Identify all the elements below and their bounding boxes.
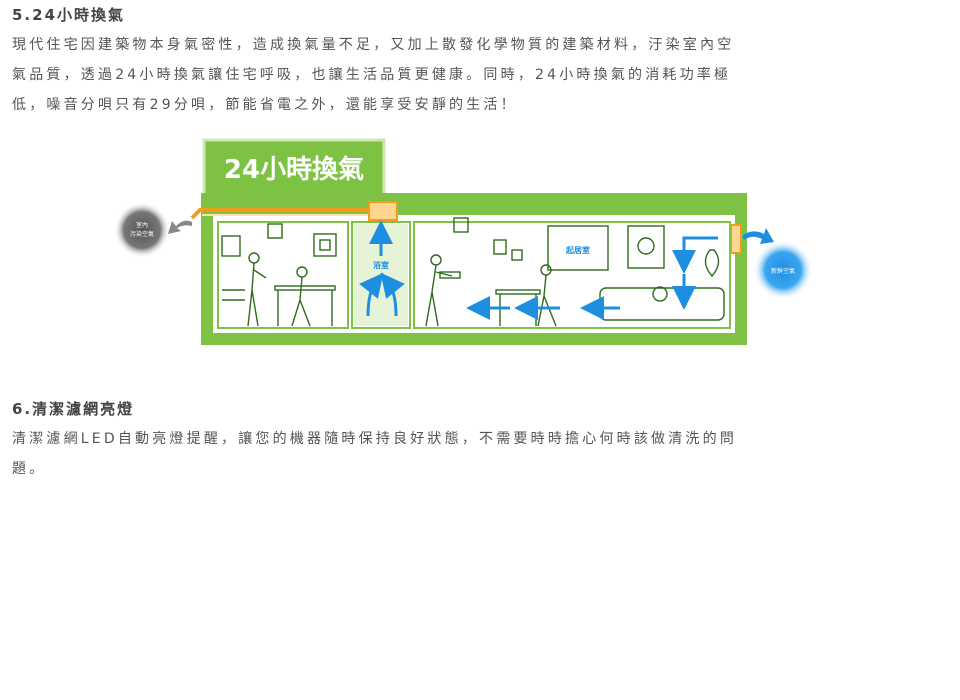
section-paragraph-ventilation: 現代住宅因建築物本身氣密性，造成換氣量不足，又加上散發化學物質的建築材料，汙染室… — [12, 30, 937, 120]
polluted-air-label-line1: 室內 — [136, 221, 148, 229]
diagram-title-badge: 24小時換氣 — [202, 138, 386, 198]
section-paragraph-filter-light: 清潔濾網LED自動亮燈提醒，讓您的機器隨時保持良好狀態，不需要時時擔心何時該做清… — [12, 424, 937, 484]
exhaust-arrow-icon — [168, 220, 192, 234]
paragraph-line: 低，噪音分唄只有29分唄，節能省電之外，還能享受安靜的生活！ — [12, 97, 518, 113]
fresh-air-label: 新鮮空氣 — [771, 267, 795, 275]
ventilation-diagram: 24小時換氣 浴室 — [114, 138, 813, 345]
intake-arrow-icon — [742, 228, 774, 244]
paragraph-line: 題。 — [12, 461, 47, 477]
polluted-air-label-line2: 污染空氣 — [130, 230, 154, 238]
paragraph-line: 清潔濾網LED自動亮燈提醒，讓您的機器隨時保持良好狀態，不需要時時擔心何時該做清… — [12, 431, 738, 447]
bathroom-label: 浴室 — [373, 260, 389, 270]
polluted-air-outlet: 室內 污染空氣 — [114, 202, 192, 258]
living-room-label: 起居室 — [565, 245, 590, 255]
section-heading-filter-light: 6.清潔濾網亮燈 — [12, 400, 135, 418]
paragraph-line: 氣品質，透過24小時換氣讓住宅呼吸，也讓生活品質更健康。同時，24小時換氣的消耗… — [12, 67, 732, 83]
kitchen-room — [221, 223, 337, 327]
living-room: 起居室 — [425, 217, 725, 327]
paragraph-line: 現代住宅因建築物本身氣密性，造成換氣量不足，又加上散發化學物質的建築材料，汙染室… — [12, 37, 735, 53]
bathroom-room: 浴室 — [354, 220, 408, 326]
section-heading-ventilation: 5.24小時換氣 — [12, 6, 126, 24]
fresh-air-inlet: 新鮮空氣 — [742, 228, 813, 300]
house-frame — [201, 193, 747, 345]
diagram-title: 24小時換氣 — [224, 154, 364, 185]
exhaust-duct — [190, 201, 742, 254]
